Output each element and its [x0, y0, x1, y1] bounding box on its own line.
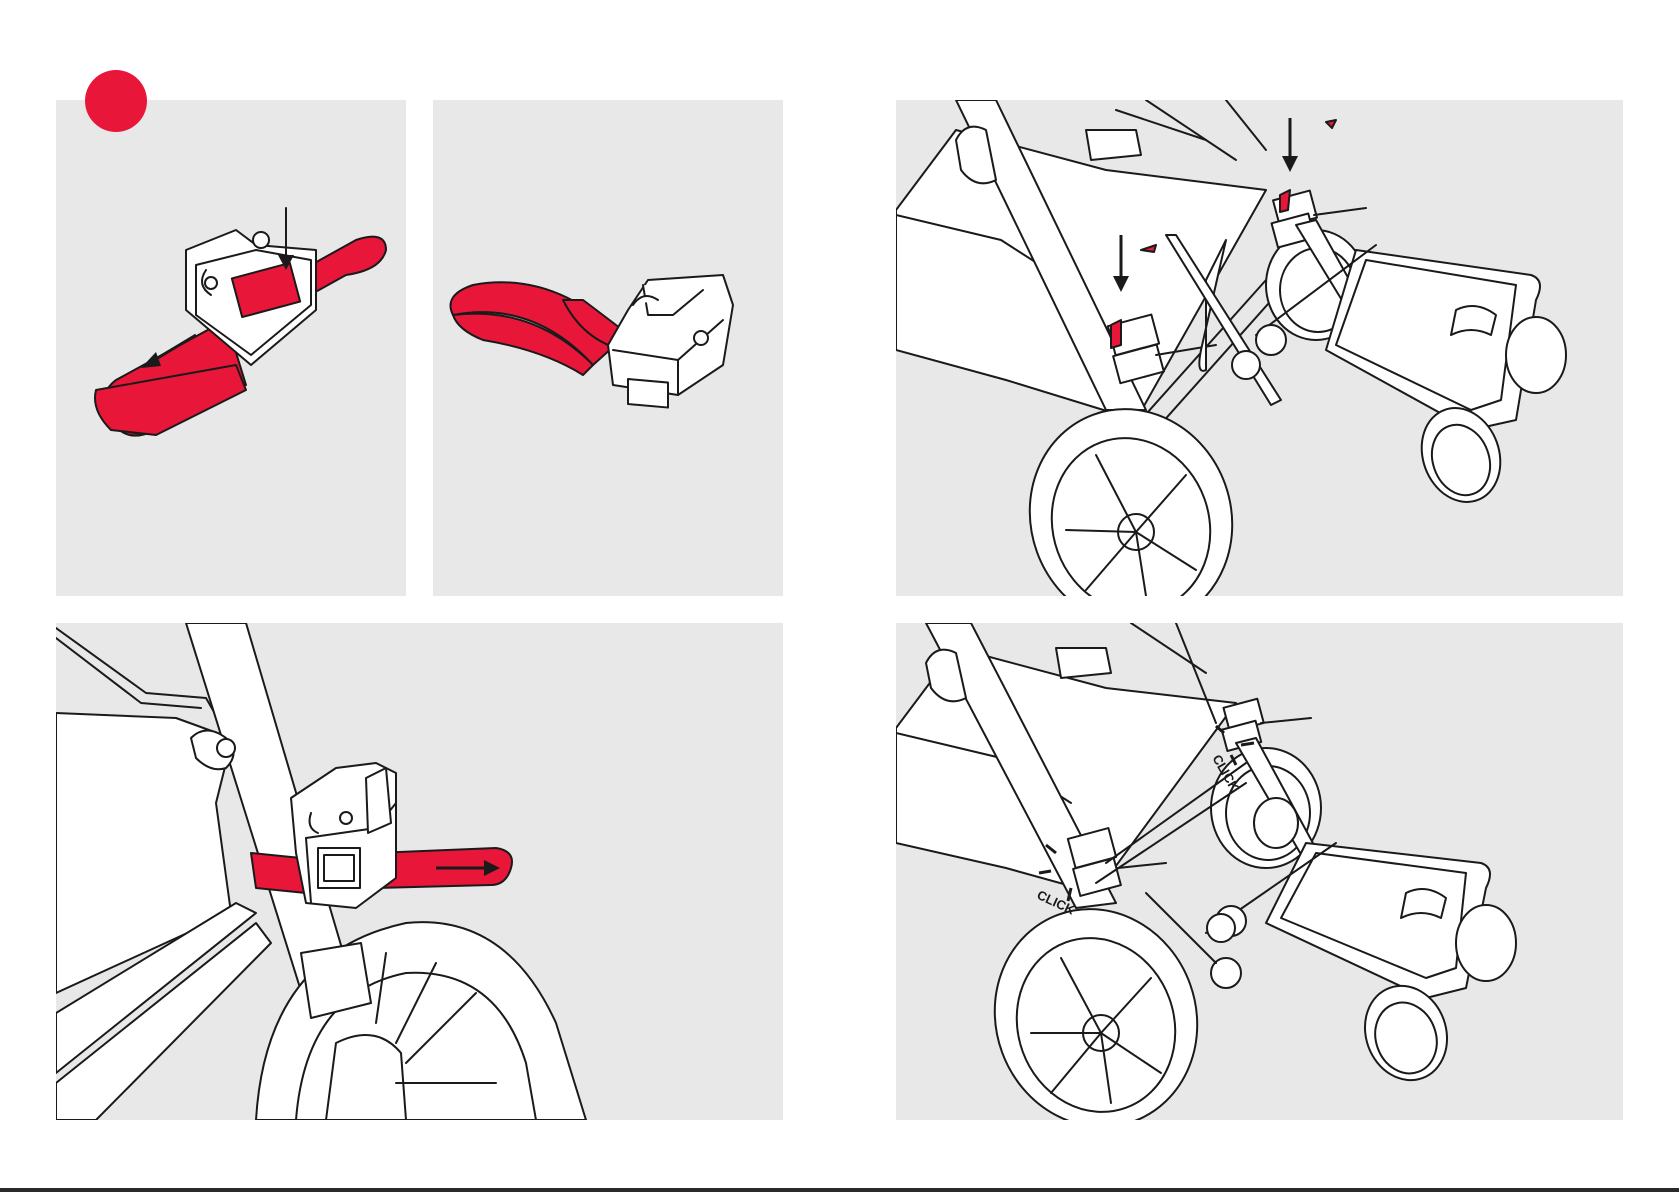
board-icon — [1166, 220, 1566, 513]
bottom-rule — [0, 1188, 1679, 1192]
panel-4-fasten-strap — [56, 623, 783, 1120]
panel-3-attach-connectors — [896, 100, 1623, 596]
panel-1-pull-strap — [56, 100, 406, 596]
down-arrow-icon — [1282, 118, 1298, 172]
rear-wheel-icon — [999, 380, 1262, 596]
clip-strap-illustration — [433, 100, 783, 596]
panel-2-clip-ready — [433, 100, 783, 596]
strap-icon — [451, 282, 634, 375]
wheel-icon — [256, 922, 586, 1120]
stroller-board-illustration — [896, 100, 1623, 596]
clip-icon — [291, 763, 396, 908]
frame-strap-illustration — [56, 623, 783, 1120]
stroller-board-illustration: CLICK CLICK — [896, 623, 1623, 1120]
clip-icon — [608, 275, 733, 408]
rear-wheel-icon — [964, 880, 1227, 1120]
clip-strap-illustration — [56, 100, 406, 596]
step-badge — [85, 70, 147, 132]
panel-5-clicked-in: CLICK CLICK — [896, 623, 1623, 1120]
